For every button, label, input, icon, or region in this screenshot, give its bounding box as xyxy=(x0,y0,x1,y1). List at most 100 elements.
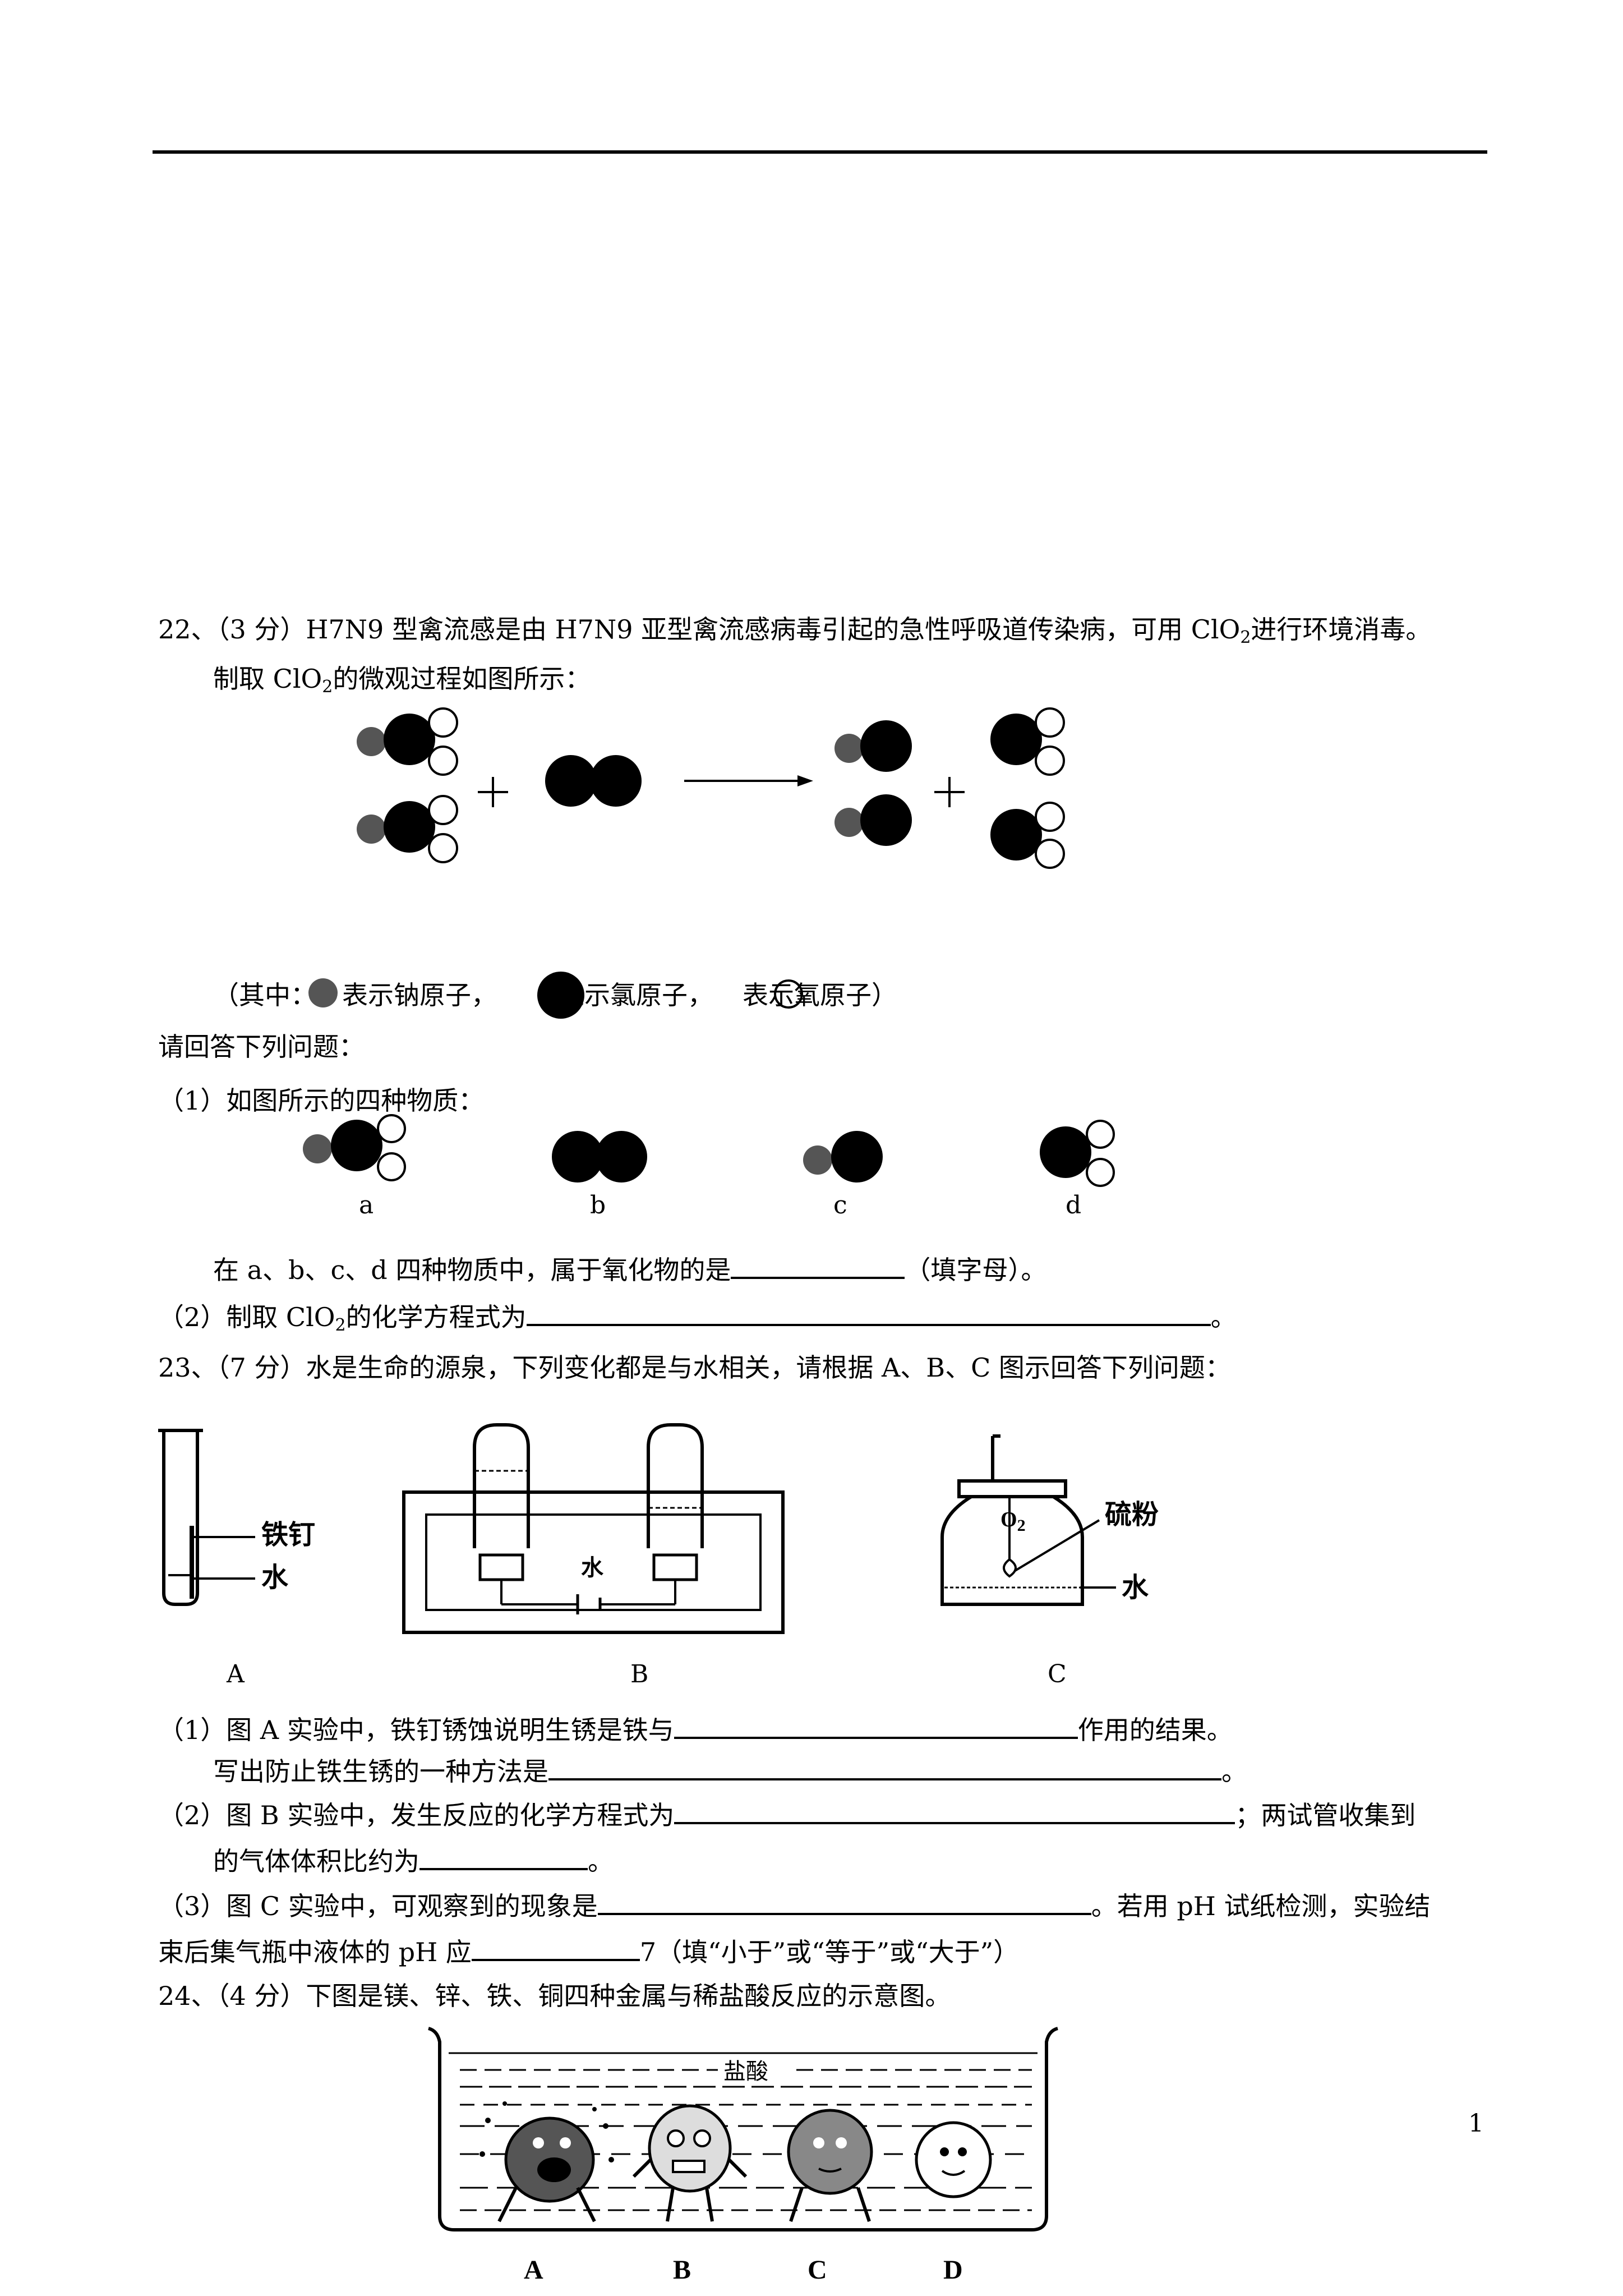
label-b: b xyxy=(590,1191,606,1220)
figC-o2-text: O xyxy=(1000,1508,1017,1531)
substance-a xyxy=(303,1114,406,1181)
metal-d-cu xyxy=(915,2121,992,2198)
substance-b xyxy=(552,1131,647,1182)
q23-s1b-suffix: 。 xyxy=(1221,1756,1247,1787)
legend-cl-symbol xyxy=(537,972,584,1019)
figA-nail-label: 铁钉 xyxy=(261,1520,316,1550)
metal-a-mg xyxy=(479,2101,614,2223)
q23-s3b-suffix: 7（填“小于”或“等于”或“大于”） xyxy=(639,1937,1020,1967)
figure-c-gas-jar xyxy=(940,1434,1116,1606)
figure-b-electrolysis xyxy=(402,1423,785,1634)
answer-blank-phenomenon[interactable] xyxy=(597,1888,1091,1915)
plus-sign-2 xyxy=(934,777,965,807)
q22-sub2-suffix: 的化学方程式为 xyxy=(345,1302,527,1332)
q23-s1-suffix: 作用的结果。 xyxy=(1077,1715,1233,1745)
q23-s1: （1）图 A 实验中，铁钉锈蚀说明生锈是铁与 作用的结果。 xyxy=(158,1712,1233,1747)
figC-o2-label: O2 xyxy=(1000,1506,1026,1540)
q23-s2b-text: 的气体体积比约为 xyxy=(213,1846,419,1876)
q22-prompt: 请回答下列问题： xyxy=(158,1032,365,1062)
q22-title: 22、（3 分）H7N9 型禽流感是由 H7N9 亚型禽流感病毒引起的急性呼吸道… xyxy=(158,613,1431,655)
legend-open: （其中： xyxy=(213,980,316,1010)
q22-line2-text: 制取 ClO xyxy=(213,664,322,694)
q23-s3: （3）图 C 实验中，可观察到的现象是 。若用 pH 试纸检测，实验结 xyxy=(158,1888,1431,1923)
metal-label-b: B xyxy=(673,2255,691,2285)
legend-o-text: 表示氧原子） xyxy=(743,980,897,1010)
q23-s1-text: （1）图 A 实验中，铁钉锈蚀说明生锈是铁与 xyxy=(158,1715,674,1745)
q23-s2-text: （2）图 B 实验中，发生反应的化学方程式为 xyxy=(158,1800,675,1830)
q23-s3-text: （3）图 C 实验中，可观察到的现象是 xyxy=(158,1891,598,1921)
figB-caption: B xyxy=(630,1660,649,1688)
q23-s2-suffix: ；两试管收集到 xyxy=(1235,1800,1416,1830)
q22-sub2-sub: 2 xyxy=(335,1315,346,1335)
q22-title-suffix: 进行环境消毒。 xyxy=(1251,614,1432,645)
answer-blank-rust-prevention[interactable] xyxy=(548,1754,1221,1780)
figA-water-label: 水 xyxy=(261,1563,289,1593)
beaker xyxy=(428,2027,1058,2231)
reaction-arrow xyxy=(684,775,813,786)
figC-sulfur-label: 硫粉 xyxy=(1105,1500,1159,1530)
answer-blank-rust-cause[interactable] xyxy=(674,1712,1078,1739)
metal-label-a: A xyxy=(524,2255,543,2285)
figA-caption: A xyxy=(227,1660,245,1688)
q24-title: 24、（4 分）下图是镁、锌、铁、铜四种金属与稀盐酸反应的示意图。 xyxy=(158,1981,951,2011)
figure-a-test-tube xyxy=(158,1429,255,1606)
q23-s1b: 写出防止铁生锈的一种方法是 。 xyxy=(213,1754,1247,1788)
label-a: a xyxy=(359,1191,374,1220)
substance-d xyxy=(1040,1120,1115,1187)
acid-label: 盐酸 xyxy=(723,2059,768,2085)
legend-cl-text: 表示氯原子， xyxy=(559,980,713,1010)
q22-sub1-answer-suffix: （填字母）。 xyxy=(905,1255,1047,1285)
q22-title-sub: 2 xyxy=(1240,628,1251,647)
legend-na-symbol xyxy=(308,978,338,1007)
answer-blank-electrolysis-equation[interactable] xyxy=(674,1797,1235,1824)
q22-sub1: （1）如图所示的四种物质： xyxy=(158,1085,485,1116)
q22-sub1-answer: 在 a、b、c、d 四种物质中，属于氧化物的是 （填字母）。 xyxy=(213,1252,1046,1287)
reactant-naclo2-2 xyxy=(357,795,458,863)
q22-line2-suffix: 的微观过程如图所示： xyxy=(333,664,591,694)
q22-sub2: （2）制取 ClO2的化学方程式为 。 xyxy=(158,1299,1237,1342)
q23-s3b: 束后集气瓶中液体的 pH 应 7（填“小于”或“等于”或“大于”） xyxy=(158,1934,1019,1969)
metal-b-zn xyxy=(632,2104,748,2222)
figC-o2-sub: 2 xyxy=(1017,1516,1026,1535)
q23-s2: （2）图 B 实验中，发生反应的化学方程式为 ；两试管收集到 xyxy=(158,1797,1415,1832)
header-rule xyxy=(153,150,1487,154)
metal-label-c: C xyxy=(808,2255,827,2285)
metal-label-d: D xyxy=(943,2255,963,2285)
figC-caption: C xyxy=(1048,1660,1067,1688)
product-nacl-2 xyxy=(834,794,912,846)
q22-legend: （其中： 表示钠原子， 表示氯原子， 表示氧原子） xyxy=(213,978,897,1012)
metal-c-fe xyxy=(787,2109,873,2222)
reactant-naclo2-1 xyxy=(357,707,458,776)
q22-sub2-text: （2）制取 ClO xyxy=(158,1302,335,1332)
product-nacl-1 xyxy=(834,720,912,772)
reactant-cl2 xyxy=(545,755,642,807)
answer-blank-equation[interactable] xyxy=(526,1299,1211,1326)
label-c: c xyxy=(833,1191,847,1220)
q22-line2-sub: 2 xyxy=(322,677,333,697)
q23-title: 23、（7 分）水是生命的源泉，下列变化都是与水相关，请根据 A、B、C 图示回… xyxy=(158,1352,1231,1383)
answer-blank-ph[interactable] xyxy=(471,1934,640,1961)
label-d: d xyxy=(1066,1191,1082,1220)
answer-blank-volume-ratio[interactable] xyxy=(419,1843,588,1870)
q23-s2b: 的气体体积比约为 。 xyxy=(213,1843,614,1878)
q22-sub2-end: 。 xyxy=(1210,1302,1237,1332)
q23-s1b-text: 写出防止铁生锈的一种方法是 xyxy=(213,1756,548,1787)
answer-blank-oxide[interactable] xyxy=(731,1252,905,1279)
product-clo2-1 xyxy=(990,707,1065,776)
figB-water-label: 水 xyxy=(581,1555,603,1580)
q23-s3b-text: 束后集气瓶中液体的 pH 应 xyxy=(158,1937,472,1967)
q23-s3-suffix: 。若用 pH 试纸检测，实验结 xyxy=(1091,1891,1431,1921)
legend-o-symbol xyxy=(774,979,803,1009)
substance-c xyxy=(803,1131,883,1182)
q22-title-text: 22、（3 分）H7N9 型禽流感是由 H7N9 亚型禽流感病毒引起的急性呼吸道… xyxy=(158,614,1241,645)
q22-line2: 制取 ClO2的微观过程如图所示： xyxy=(213,662,591,704)
q22-sub1-answer-text: 在 a、b、c、d 四种物质中，属于氧化物的是 xyxy=(213,1255,731,1285)
page-number: 1 xyxy=(1468,2109,1484,2138)
product-clo2-2 xyxy=(990,802,1065,869)
q23-s2b-suffix: 。 xyxy=(588,1846,614,1876)
legend-na-text: 表示钠原子， xyxy=(342,980,497,1010)
